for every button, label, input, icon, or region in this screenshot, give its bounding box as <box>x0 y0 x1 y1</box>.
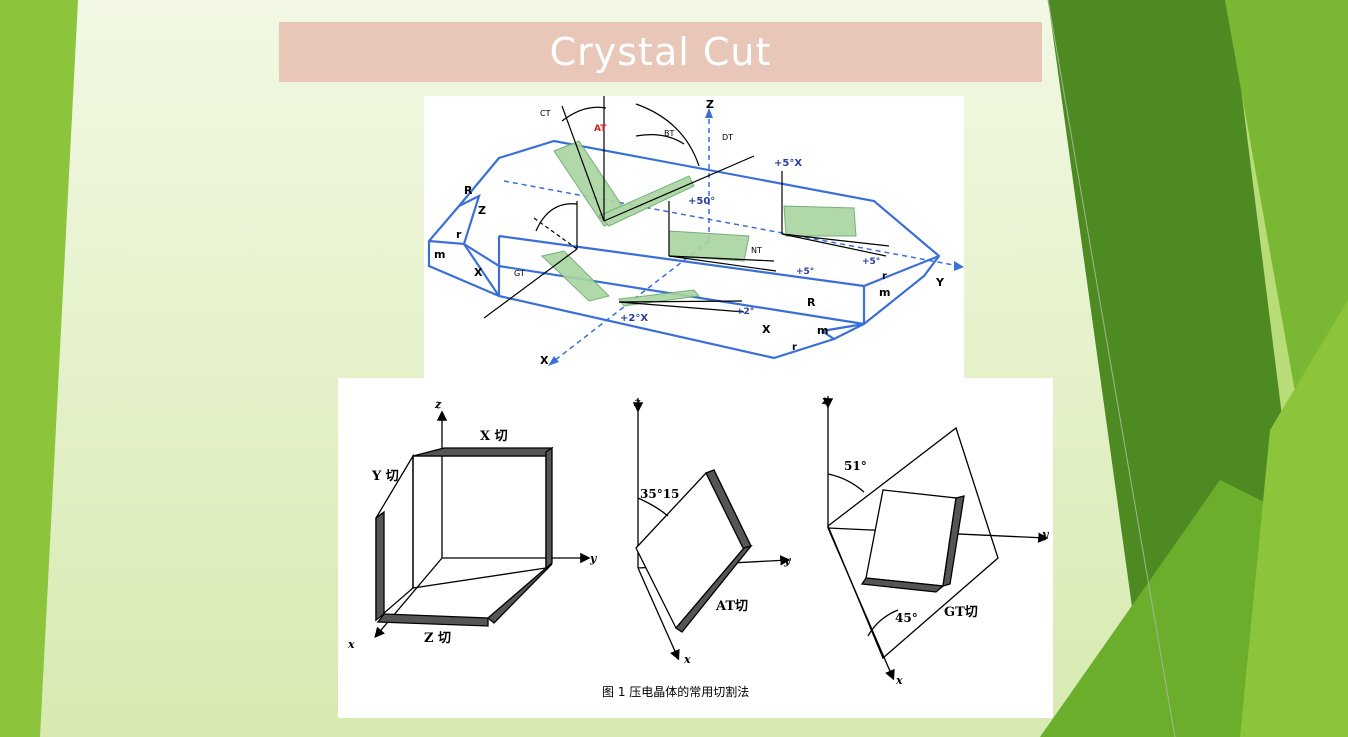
axis-label-z: Z <box>706 98 714 111</box>
xyz-cut-figure <box>374 410 591 638</box>
cut-reference-lines <box>483 96 890 319</box>
crystal-cut-diagram: Z Y X CT AT BT DT GT NT R Z r m X R r m … <box>424 96 964 378</box>
face-label-m-bottom: m <box>817 324 828 337</box>
p3-axis-z: z <box>821 394 829 407</box>
title-bar: Crystal Cut <box>279 22 1042 82</box>
p1-axis-z: z <box>434 398 442 411</box>
p3-angle-bottom: 45° <box>895 611 918 625</box>
slide-title: Crystal Cut <box>549 30 772 74</box>
face-label-R-left: R <box>464 184 473 197</box>
cut-label-at: AT <box>594 124 607 134</box>
p2-angle-label: 35°15 <box>640 487 679 501</box>
angle-label-plus2x: +2°X <box>620 313 648 324</box>
p1-x-cut-label: X 切 <box>480 429 508 444</box>
cut-label-gt: GT <box>514 269 525 278</box>
p2-axis-z: z <box>633 396 641 409</box>
face-label-X-bottom: X <box>762 323 771 336</box>
cut-label-nt: NT <box>751 246 762 255</box>
x-axis-arrow <box>548 356 559 366</box>
cut-methods-diagram: z y x X 切 Y 切 Z 切 z y x 35°15 AT切 <box>338 378 1053 718</box>
angle-label-plus5-right: +5° <box>862 257 880 267</box>
crystal-diagram-svg: Z Y X CT AT BT DT GT NT R Z r m X R r m … <box>427 96 964 367</box>
cut-label-ct: CT <box>540 109 551 118</box>
cut-label-dt: DT <box>722 133 733 142</box>
angle-label-plus50: +50° <box>688 196 715 207</box>
p1-axis-x: x <box>347 638 355 651</box>
face-label-m-right: m <box>879 286 890 299</box>
p3-gt-cut-label: GT切 <box>944 605 978 620</box>
face-label-X-left: X <box>474 266 483 279</box>
right-bright-green-shape <box>1040 480 1300 737</box>
decorative-line <box>1047 0 1176 737</box>
face-label-r-left: r <box>456 228 462 241</box>
at-cut-figure <box>632 398 791 661</box>
cut-methods-svg: z y x X 切 Y 切 Z 切 z y x 35°15 AT切 <box>347 394 1050 699</box>
figure-caption: 图 1 压电晶体的常用切割法 <box>602 684 749 699</box>
y-axis-arrow <box>954 261 964 271</box>
crystal-axes <box>503 116 960 362</box>
face-label-m-left: m <box>434 248 445 261</box>
gt-cut-figure <box>822 396 1049 681</box>
cut-label-bt: BT <box>664 129 674 138</box>
face-label-Z-left: Z <box>478 204 486 217</box>
angle-label-plus5x: +5°X <box>774 158 802 169</box>
z-axis-arrow <box>705 108 713 118</box>
left-green-band <box>0 0 78 737</box>
angle-label-plus2: +2° <box>736 307 754 317</box>
face-label-r-bottom: r <box>792 342 797 353</box>
p3-axis-x: x <box>895 674 903 687</box>
p1-z-cut-label: Z 切 <box>424 631 451 646</box>
p2-axis-y: y <box>783 554 792 567</box>
p3-axis-y: y <box>1041 528 1050 541</box>
p1-axis-y: y <box>589 552 598 565</box>
face-label-R-right: R <box>807 296 816 309</box>
axis-label-y: Y <box>935 276 945 289</box>
p2-axis-x: x <box>683 653 691 666</box>
p3-angle-top: 51° <box>844 459 867 473</box>
right-accent-shape <box>1240 300 1348 737</box>
crystal-labels: Z Y X CT AT BT DT GT NT R Z r m X R r m … <box>434 98 945 367</box>
face-label-r-right: r <box>882 271 887 282</box>
p2-at-cut-label: AT切 <box>715 599 748 614</box>
angle-label-plus5-nt: +5° <box>796 267 814 277</box>
axis-label-x: X <box>540 354 549 367</box>
p1-y-cut-label: Y 切 <box>371 469 399 484</box>
